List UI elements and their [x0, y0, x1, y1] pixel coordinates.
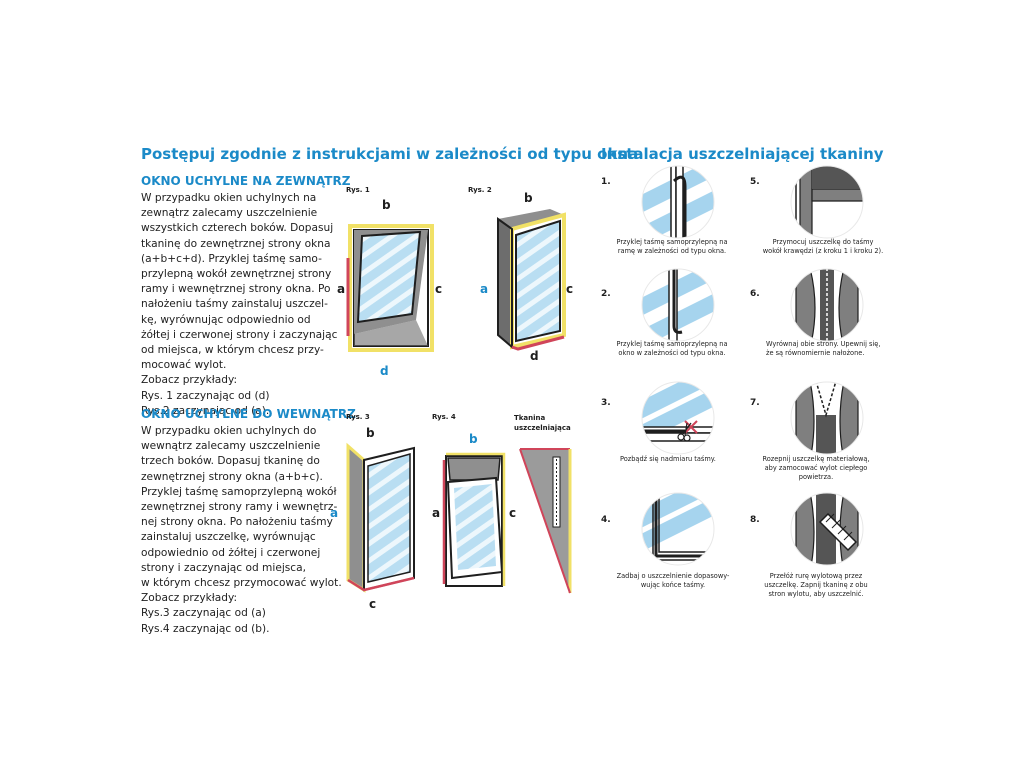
figure-3-side-c: c	[369, 597, 377, 611]
section-text-inward: W przypadku okien uchylnych do wewnątrz …	[141, 425, 342, 635]
step-2-caption: Przyklej taśmę samoprzylepną na okno w z…	[616, 340, 728, 357]
figure-2-side-c: c	[566, 282, 574, 296]
figure-2-window-illustration	[497, 209, 566, 351]
step-6-caption: Wyrównaj obie strony. Upewnij się, że są…	[766, 340, 881, 357]
figure-4-side-a: a	[432, 506, 441, 520]
step-4-caption: Zadbaj o uszczelnienie dopasowy- wując k…	[616, 572, 730, 589]
figure-1-label: Rys. 1	[346, 186, 370, 194]
step-1-caption: Przyklej taśmę samoprzylepną na ramę w z…	[616, 238, 728, 255]
figure-2-label: Rys. 2	[468, 186, 492, 194]
figure-2-side-d: d	[530, 349, 539, 363]
figure-3-side-b: b	[366, 426, 375, 440]
figure-1-side-c: c	[435, 282, 443, 296]
step-8-number: 8.	[750, 515, 760, 525]
figure-4-window-illustration	[442, 452, 506, 587]
step-7-number: 7.	[750, 398, 760, 408]
step-5-number: 5.	[750, 177, 760, 187]
right-heading: Instalacja uszczelniającej tkaniny	[601, 145, 884, 163]
step-5-illustration	[790, 165, 864, 239]
section-title-outward: OKNO UCHYLNE NA ZEWNĄTRZ	[141, 174, 351, 188]
figure-3-label: Rys. 3	[346, 413, 370, 421]
figure-1-side-b: b	[382, 198, 391, 212]
section-title-inward: OKNO UCHYLNE DO WEWNĄTRZ	[141, 407, 356, 421]
step-8-caption: Przełóż rurę wylotową przez uszczelkę. Z…	[764, 572, 868, 598]
figure-1-side-d: d	[380, 364, 389, 378]
figure-1-side-a: a	[337, 282, 346, 296]
step-3-illustration	[641, 381, 715, 455]
step-6-number: 6.	[750, 289, 760, 299]
figure-2-side-a: a	[480, 282, 489, 296]
figure-4-side-c: c	[509, 506, 517, 520]
step-4-number: 4.	[601, 515, 611, 525]
step-8-illustration	[790, 492, 864, 566]
section-text-outward: W przypadku okien uchylnych na zewnątrz …	[141, 192, 338, 417]
step-6-illustration	[790, 268, 864, 342]
step-5-caption: Przymocuj uszczelkę do taśmy wokół krawę…	[762, 238, 884, 255]
step-7-caption: Rozepnij uszczelkę materiałową, aby zamo…	[762, 455, 870, 481]
step-4-illustration	[641, 492, 715, 566]
fabric-label: Tkanina uszczelniająca	[514, 414, 571, 432]
figure-4-label: Rys. 4	[432, 413, 456, 421]
left-heading: Postępuj zgodnie z instrukcjami w zależn…	[141, 145, 639, 163]
step-3-number: 3.	[601, 398, 611, 408]
figure-3-side-a: a	[330, 506, 339, 520]
figure-1-window-illustration	[346, 224, 434, 352]
step-2-number: 2.	[601, 289, 611, 299]
step-2-illustration	[641, 268, 715, 342]
figure-4-side-b: b	[469, 432, 478, 446]
step-3-caption: Pozbądź się nadmiaru taśmy.	[620, 455, 716, 463]
step-1-number: 1.	[601, 177, 611, 187]
figure-3-window-illustration	[346, 442, 415, 593]
step-7-illustration	[790, 381, 864, 455]
figure-2-side-b: b	[524, 191, 533, 205]
step-1-illustration	[641, 165, 715, 239]
fabric-illustration	[519, 448, 572, 594]
